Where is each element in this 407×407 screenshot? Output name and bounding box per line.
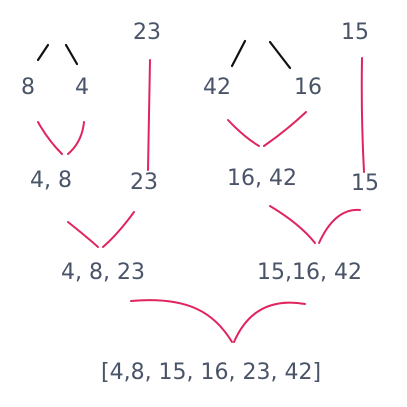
node-42: 42 (203, 75, 231, 100)
node-16-42: 16, 42 (227, 166, 297, 191)
connector-42-to-16-42 (227, 119, 260, 147)
connector-16-to-16-42 (263, 111, 307, 147)
node-15-top: 15 (341, 20, 369, 45)
stub-left-b (64, 43, 79, 66)
node-15-level2: 15 (351, 171, 379, 196)
connector-15-to-15-16-42 (318, 208, 361, 244)
connector-4-8-to-4-8-23 (67, 221, 99, 248)
node-4-8-23: 4, 8, 23 (61, 260, 145, 285)
node-15-16-42: 15,16, 42 (257, 260, 362, 285)
connector-4-to-4-8 (67, 121, 85, 155)
connector-23-to-4-8-23 (102, 211, 135, 248)
stub-left-a (36, 43, 50, 62)
node-8: 8 (21, 75, 35, 100)
connector-left-to-result (130, 299, 233, 343)
node-4: 4 (75, 75, 89, 100)
node-16: 16 (294, 75, 322, 100)
connector-23-down (147, 59, 151, 171)
stub-right-a (230, 39, 247, 68)
stub-right-b (268, 40, 292, 70)
node-23-top: 23 (133, 20, 161, 45)
connector-15-down (360, 57, 365, 173)
sorted-result: [4,8, 15, 16, 23, 42] (101, 360, 322, 385)
node-23-level2: 23 (130, 170, 158, 195)
connector-8-to-4-8 (37, 121, 63, 155)
connector-16-42-to-15-16-42 (269, 205, 316, 244)
node-4-8: 4, 8 (30, 168, 72, 193)
connector-right-to-result (233, 301, 306, 343)
